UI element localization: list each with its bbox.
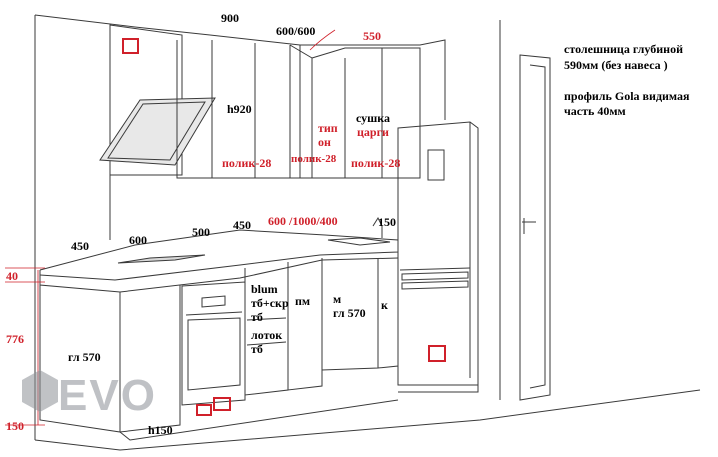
label-gl570: гл 570 [333, 306, 366, 320]
red-swoosh [309, 29, 336, 51]
label-oven-type-2: он [318, 135, 331, 149]
fridge-base [398, 384, 479, 393]
fridge-display [427, 149, 445, 181]
oven-handle [185, 311, 243, 316]
cooktop [117, 254, 206, 264]
dim-550: 550 [363, 29, 381, 43]
ceiling-line-left [34, 14, 211, 36]
hood-canopy [99, 97, 216, 166]
width-500: 500 [192, 225, 210, 239]
width-150: 150 [378, 215, 396, 229]
door-handle [522, 218, 536, 234]
dishwasher-block [287, 258, 323, 391]
oven-glass [187, 317, 241, 391]
door-inner [529, 64, 546, 389]
width-450-left: 450 [71, 239, 89, 253]
note-gola-1: профиль Gola видимая [564, 89, 690, 103]
dim-900: 900 [221, 11, 239, 25]
dim-600-600: 600/600 [276, 24, 316, 38]
tap [372, 216, 383, 238]
oven-control [201, 295, 226, 308]
label-k: к [381, 298, 388, 312]
fridge-handle-2 [401, 280, 469, 290]
label-shelf-left: полик-28 [222, 156, 272, 170]
blum-drawer-2 [246, 341, 287, 346]
label-tb-1: тб [251, 310, 263, 324]
dim-150: 150 [6, 419, 24, 433]
label-pm: пм [295, 294, 311, 308]
width-600: 600 [129, 233, 147, 247]
label-m: м [333, 292, 342, 306]
label-shelf-right: полик-28 [351, 156, 401, 170]
floor-line [34, 389, 701, 451]
label-lotok: лоток [251, 328, 283, 342]
note-gola-2: часть 40мм [564, 104, 626, 118]
ceiling-line-right [209, 34, 446, 120]
label-tb-skr: тб+скр [251, 296, 289, 310]
hood-chimney [109, 24, 183, 176]
marker-fridge [428, 345, 446, 362]
fridge-handle-1 [401, 271, 469, 281]
dim-h920: h920 [227, 102, 252, 116]
evo-logo-text: EVO [58, 371, 157, 420]
note-countertop-2: 590мм (без навеса ) [564, 58, 668, 72]
label-oven-type-1: тип [318, 121, 338, 135]
label-tb-2: тб [251, 342, 263, 356]
countertop-front [39, 257, 399, 293]
sink [327, 237, 391, 246]
width-600-1000-400: 600 /1000/400 [268, 214, 338, 228]
oven-frame [181, 281, 246, 406]
width-450-right: 450 [233, 218, 251, 232]
hood-canopy-inner [107, 101, 206, 161]
label-depth-left: гл 570 [68, 350, 101, 364]
blum-drawer-1 [246, 317, 287, 321]
label-tsargi: царги [357, 125, 389, 139]
evo-logo-mark [22, 370, 58, 412]
upper-right-block [311, 47, 421, 179]
base-oven-block [119, 285, 181, 433]
dim-776: 776 [6, 332, 24, 346]
label-h150: h150 [148, 423, 173, 437]
sink-base-right [377, 258, 399, 369]
plinth [119, 399, 399, 441]
dim-40: 40 [6, 269, 18, 283]
marker-plinth-2 [213, 397, 231, 411]
label-dryer: сушка [356, 111, 391, 125]
marker-hood [122, 38, 139, 54]
door-frame [519, 54, 551, 401]
label-blum: blum [251, 282, 278, 296]
note-countertop-1: столешница глубиной [564, 42, 683, 56]
fridge-divider [399, 267, 471, 271]
marker-plinth-1 [196, 404, 212, 416]
countertop-top [39, 229, 399, 281]
label-shelf-mid: полик-28 [291, 153, 337, 165]
fridge-body [397, 121, 479, 386]
